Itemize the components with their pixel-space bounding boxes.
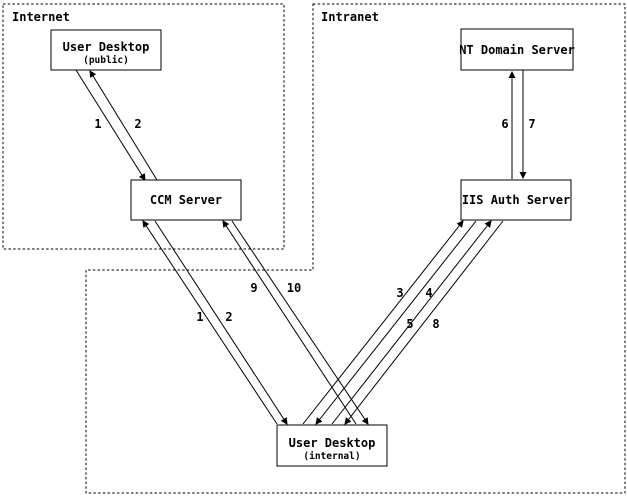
user-desktop-internal-sublabel: (internal) <box>303 451 360 462</box>
iis-auth-server-label: IIS Auth Server <box>462 193 570 207</box>
arrow-9-internal-desktop-to-ccm <box>222 220 357 425</box>
arrow-5-internal-desktop-to-iis <box>331 220 492 425</box>
node-user-desktop-internal: User Desktop (internal) <box>276 424 388 467</box>
arrow-label-1-top: 1 <box>94 117 101 131</box>
arrow-label-10: 10 <box>287 281 301 295</box>
node-ccm-server: CCM Server <box>130 179 242 221</box>
iis-auth-server-box <box>460 179 572 221</box>
node-iis-auth-server: IIS Auth Server <box>460 179 572 221</box>
ccm-server-box <box>130 179 242 221</box>
arrow-1-internal-desktop-to-ccm <box>142 220 278 425</box>
arrow-label-4: 4 <box>425 286 432 300</box>
intranet-zone-border <box>85 3 626 494</box>
user-desktop-public-label: User Desktop <box>63 40 150 54</box>
nt-domain-server-label: NT Domain Server <box>459 43 575 57</box>
arrow-1-public-desktop-to-ccm <box>75 69 146 181</box>
arrow-label-7: 7 <box>528 117 535 131</box>
arrow-4-iis-to-internal-desktop <box>315 220 477 425</box>
arrow-3-internal-desktop-to-iis <box>302 220 464 425</box>
arrow-10-ccm-to-internal-desktop <box>231 220 369 425</box>
arrow-label-9: 9 <box>250 281 257 295</box>
user-desktop-internal-box <box>276 424 388 467</box>
arrow-2-ccm-to-public-desktop <box>89 70 158 181</box>
arrow-label-2-top: 2 <box>134 117 141 131</box>
arrow-label-3: 3 <box>396 286 403 300</box>
intranet-zone-label: Intranet <box>321 10 379 24</box>
internet-zone-label: Internet <box>12 10 70 24</box>
node-user-desktop-public: User Desktop (public) <box>50 29 162 71</box>
arrow-8-iis-to-internal-desktop <box>344 220 504 425</box>
user-desktop-public-box <box>50 29 162 71</box>
ccm-server-label: CCM Server <box>150 193 222 207</box>
arrow-label-1-bottom: 1 <box>196 310 203 324</box>
arrow-label-2-bottom: 2 <box>225 310 232 324</box>
user-desktop-public-sublabel: (public) <box>83 55 129 66</box>
user-desktop-internal-label: User Desktop <box>289 436 376 450</box>
node-nt-domain-server: NT Domain Server <box>459 28 575 71</box>
arrow-label-8: 8 <box>432 317 439 331</box>
arrow-2-ccm-to-internal-desktop <box>154 220 288 425</box>
nt-domain-server-box <box>460 28 574 71</box>
arrow-label-6: 6 <box>501 117 508 131</box>
arrow-label-5: 5 <box>406 317 413 331</box>
